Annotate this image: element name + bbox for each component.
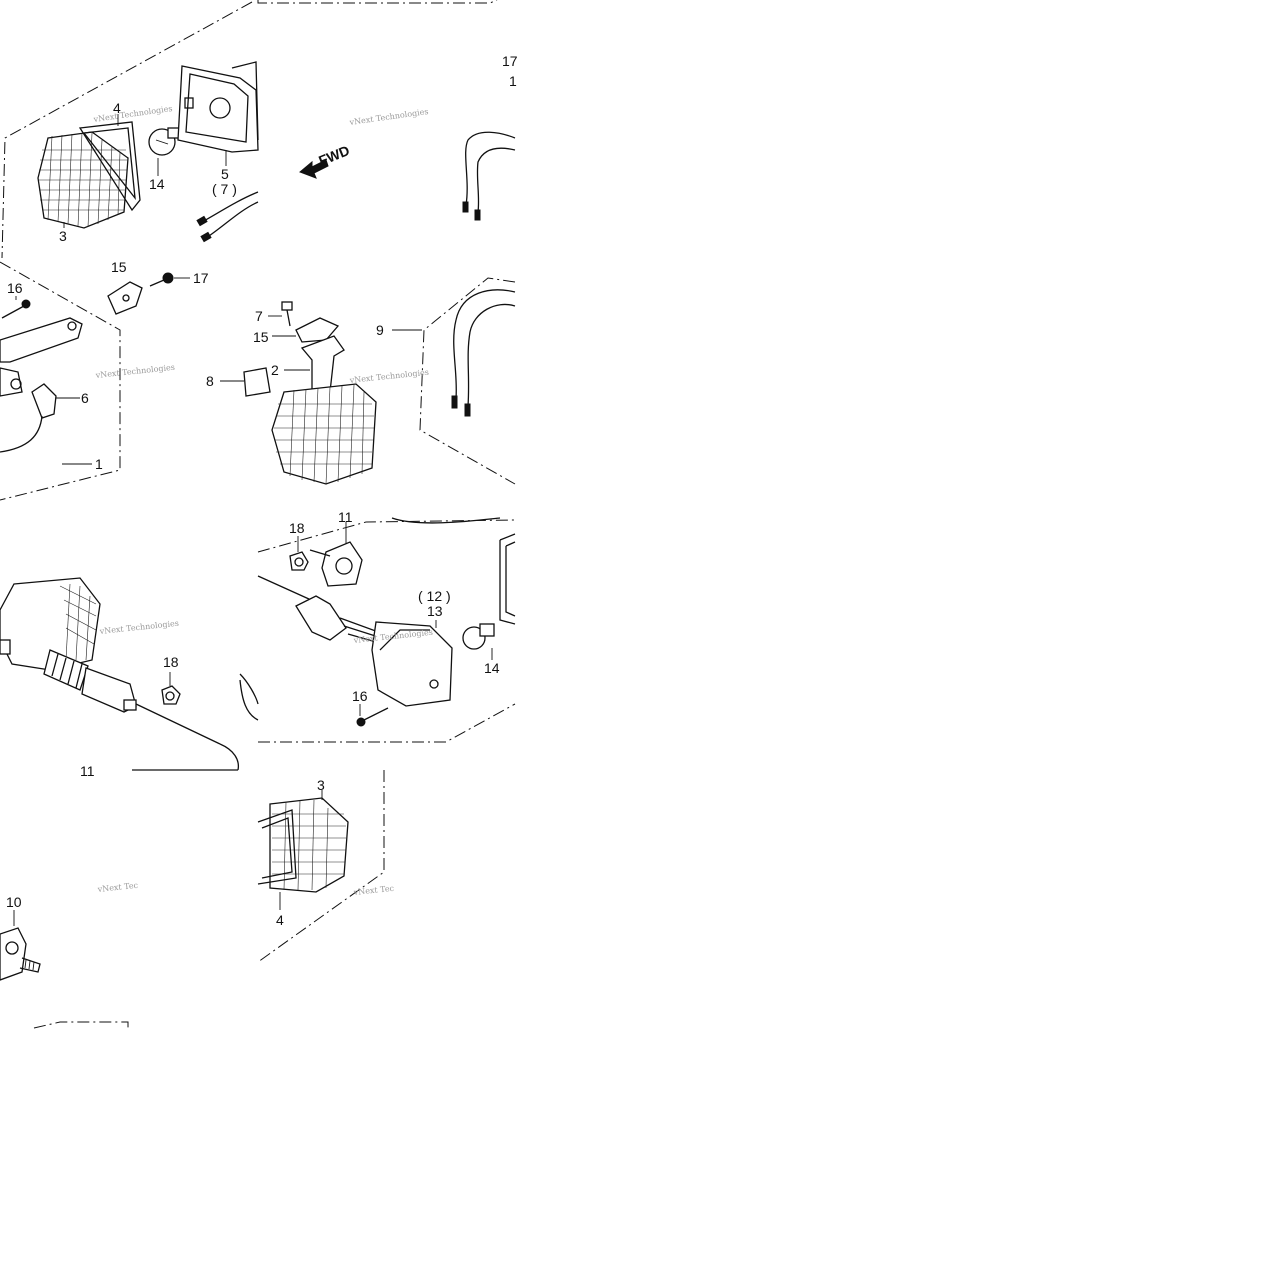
panel-rear-signal — [0, 577, 259, 771]
watermark: vNext Tec — [352, 884, 395, 897]
watermark: vNext Tec — [96, 881, 139, 894]
screw-part — [356, 704, 389, 727]
callout: 13 — [427, 603, 443, 619]
callout: 18 — [163, 654, 179, 670]
watermark: vNext Technologies — [348, 107, 429, 127]
watermark: vNext Technologies — [94, 363, 175, 380]
callout: 14 — [149, 176, 165, 192]
panel-rear-lens — [257, 770, 385, 963]
screw-part — [1, 296, 31, 319]
panel-rear-mount — [257, 517, 516, 743]
panel-taillight-upper — [1, 0, 498, 259]
callout: 17 — [193, 270, 209, 286]
panel-front-signal — [220, 277, 516, 485]
callout: 10 — [6, 894, 22, 910]
callout: 4 — [276, 912, 284, 928]
fwd-label: FWD — [316, 142, 352, 169]
bulb-part — [148, 127, 183, 156]
watermark-group: vNext Technologies vNext Technologies vN… — [92, 104, 433, 897]
panel-fwd: FWD — [299, 131, 516, 221]
callout: 16 — [7, 280, 23, 296]
screw-part — [149, 272, 190, 287]
bolt-part — [0, 910, 41, 981]
fwd-arrow: FWD — [299, 142, 352, 179]
housing-part — [177, 61, 259, 153]
callout: 11 — [338, 509, 353, 525]
callout: 1 — [95, 456, 103, 472]
callout-labels: 4 3 14 5 ( 7 ) 17 1 15 17 16 6 1 7 15 2 … — [6, 53, 518, 928]
bolt-part — [268, 301, 293, 327]
callout: 3 — [59, 228, 67, 244]
callout: 17 — [502, 53, 518, 69]
gasket-inner — [82, 127, 136, 201]
callout: 4 — [113, 100, 121, 116]
nut-part — [289, 536, 309, 571]
lens-part — [37, 131, 129, 229]
gasket-part — [78, 121, 141, 212]
socket-part — [107, 281, 143, 315]
watermark: vNext Technologies — [98, 619, 179, 636]
bulb-part — [462, 623, 495, 660]
callout: 9 — [376, 322, 384, 338]
bellows-part — [43, 649, 89, 691]
callout: 5 — [221, 166, 229, 182]
callout: 7 — [255, 308, 263, 324]
callout: 2 — [271, 362, 279, 378]
callout: 1 — [509, 73, 517, 89]
callout: 8 — [206, 373, 214, 389]
panel-bolt — [0, 910, 129, 1029]
callout: 14 — [484, 660, 500, 676]
lens-part — [269, 797, 349, 893]
callout: 3 — [317, 777, 325, 793]
nut-part — [161, 672, 181, 705]
callout: 11 — [80, 763, 95, 779]
callout: 18 — [289, 520, 305, 536]
bracket-part — [309, 522, 363, 587]
watermark: vNext Technologies — [348, 368, 429, 385]
callout: ( 7 ) — [212, 181, 237, 197]
callout: 6 — [81, 390, 89, 406]
callout: 16 — [352, 688, 368, 704]
callout: ( 12 ) — [418, 588, 451, 604]
watermark: vNext Technologies — [92, 104, 173, 124]
clamp-part — [295, 317, 340, 343]
callout: 15 — [111, 259, 127, 275]
panel-signal-stalk — [0, 261, 190, 501]
callout: 15 — [253, 329, 269, 345]
stem-part — [300, 335, 345, 399]
front-lens-part — [271, 383, 377, 485]
